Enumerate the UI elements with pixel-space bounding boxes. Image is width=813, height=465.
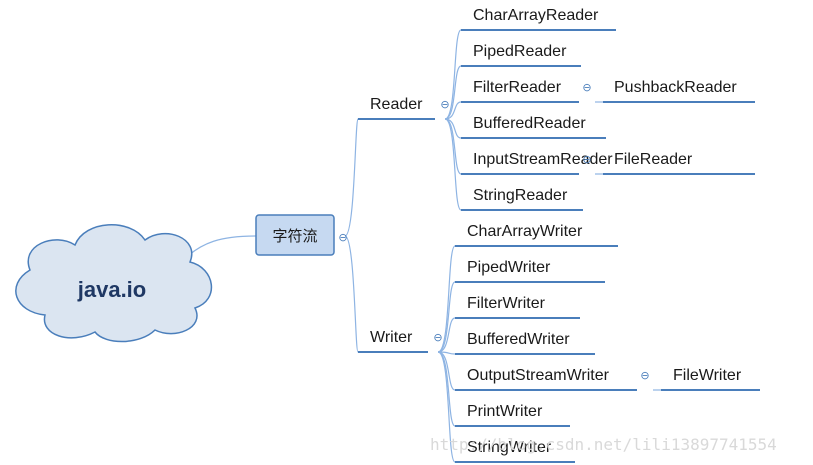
leaf-node[interactable]: CharArrayWriter bbox=[455, 223, 618, 247]
branch-links bbox=[437, 29, 462, 463]
category-box bbox=[255, 214, 335, 256]
writer-collapse-icon[interactable]: ⊖ bbox=[433, 332, 442, 344]
leaf-label: CharArrayWriter bbox=[467, 223, 583, 240]
leaf-node[interactable]: BufferedWriter bbox=[455, 331, 595, 355]
leaf-label: FilterReader bbox=[473, 79, 562, 96]
child-node[interactable]: FileReader bbox=[603, 151, 755, 175]
leaf-node[interactable]: PipedWriter bbox=[455, 259, 605, 283]
cloud-shape bbox=[15, 224, 212, 343]
leaf-node[interactable]: CharArrayReader bbox=[461, 7, 616, 31]
collapse-icon[interactable]: ⊖ bbox=[640, 370, 649, 382]
leaf-label: PipedReader bbox=[473, 43, 567, 60]
child-label: FileReader bbox=[614, 151, 693, 168]
leaf-label: BufferedReader bbox=[473, 115, 586, 132]
leaf-node[interactable]: InputStreamReader⊖ bbox=[461, 151, 613, 175]
branch-link bbox=[437, 351, 456, 463]
collapse-icon[interactable]: ⊖ bbox=[582, 154, 591, 166]
child-label: PushbackReader bbox=[614, 79, 737, 96]
leaf-node[interactable]: StringReader bbox=[461, 187, 583, 211]
branch-link bbox=[444, 118, 462, 211]
category-node[interactable]: 字符流 bbox=[255, 214, 335, 256]
branch-link bbox=[437, 281, 456, 353]
reader-collapse-icon[interactable]: ⊖ bbox=[440, 99, 449, 111]
reader-branch[interactable]: Reader ⊖ bbox=[358, 96, 450, 120]
branch-link bbox=[444, 29, 462, 120]
leaf-label: CharArrayReader bbox=[473, 7, 599, 24]
leaf-label: InputStreamReader bbox=[473, 151, 613, 168]
leaf-label: FilterWriter bbox=[467, 295, 546, 312]
leaf-node[interactable]: PrintWriter bbox=[455, 403, 570, 427]
leaf-node[interactable]: PipedReader bbox=[461, 43, 581, 67]
branch-link bbox=[444, 101, 462, 120]
root-node[interactable]: java.io bbox=[15, 224, 212, 343]
writer-label: Writer bbox=[370, 329, 413, 346]
leaf-label: OutputStreamWriter bbox=[467, 367, 610, 384]
leaf-node[interactable]: FilterWriter bbox=[455, 295, 580, 319]
category-collapse-icon[interactable]: ⊖ bbox=[338, 232, 347, 244]
leaf-label: PipedWriter bbox=[467, 259, 551, 276]
watermark: http://blog.csdn.net/lili13897741554 bbox=[430, 435, 777, 454]
child-node[interactable]: PushbackReader bbox=[603, 79, 755, 103]
collapse-icon[interactable]: ⊖ bbox=[582, 82, 591, 94]
root-label: java.io bbox=[77, 277, 146, 302]
category-to-branches-connector bbox=[344, 118, 359, 353]
leaf-label: StringWriter bbox=[467, 439, 552, 456]
leaf-node[interactable]: OutputStreamWriter ⊖ bbox=[455, 367, 661, 391]
child-label: FileWriter bbox=[673, 367, 742, 384]
category-label: 字符流 bbox=[272, 227, 317, 245]
writer-branch[interactable]: Writer ⊖ bbox=[358, 329, 443, 353]
branch-link bbox=[444, 65, 462, 120]
leaf-label: StringReader bbox=[473, 187, 568, 204]
leaf-node[interactable]: BufferedReader bbox=[461, 115, 606, 139]
leaf-node[interactable]: FilterReader ⊖ bbox=[461, 79, 603, 103]
child-node[interactable]: FileWriter bbox=[661, 367, 760, 391]
reader-label: Reader bbox=[370, 96, 423, 113]
branch-link bbox=[437, 245, 456, 353]
branch-link bbox=[437, 317, 456, 353]
leaf-label: PrintWriter bbox=[467, 403, 543, 420]
leaf-label: BufferedWriter bbox=[467, 331, 570, 348]
leaf-node[interactable]: StringWriter bbox=[455, 439, 575, 463]
